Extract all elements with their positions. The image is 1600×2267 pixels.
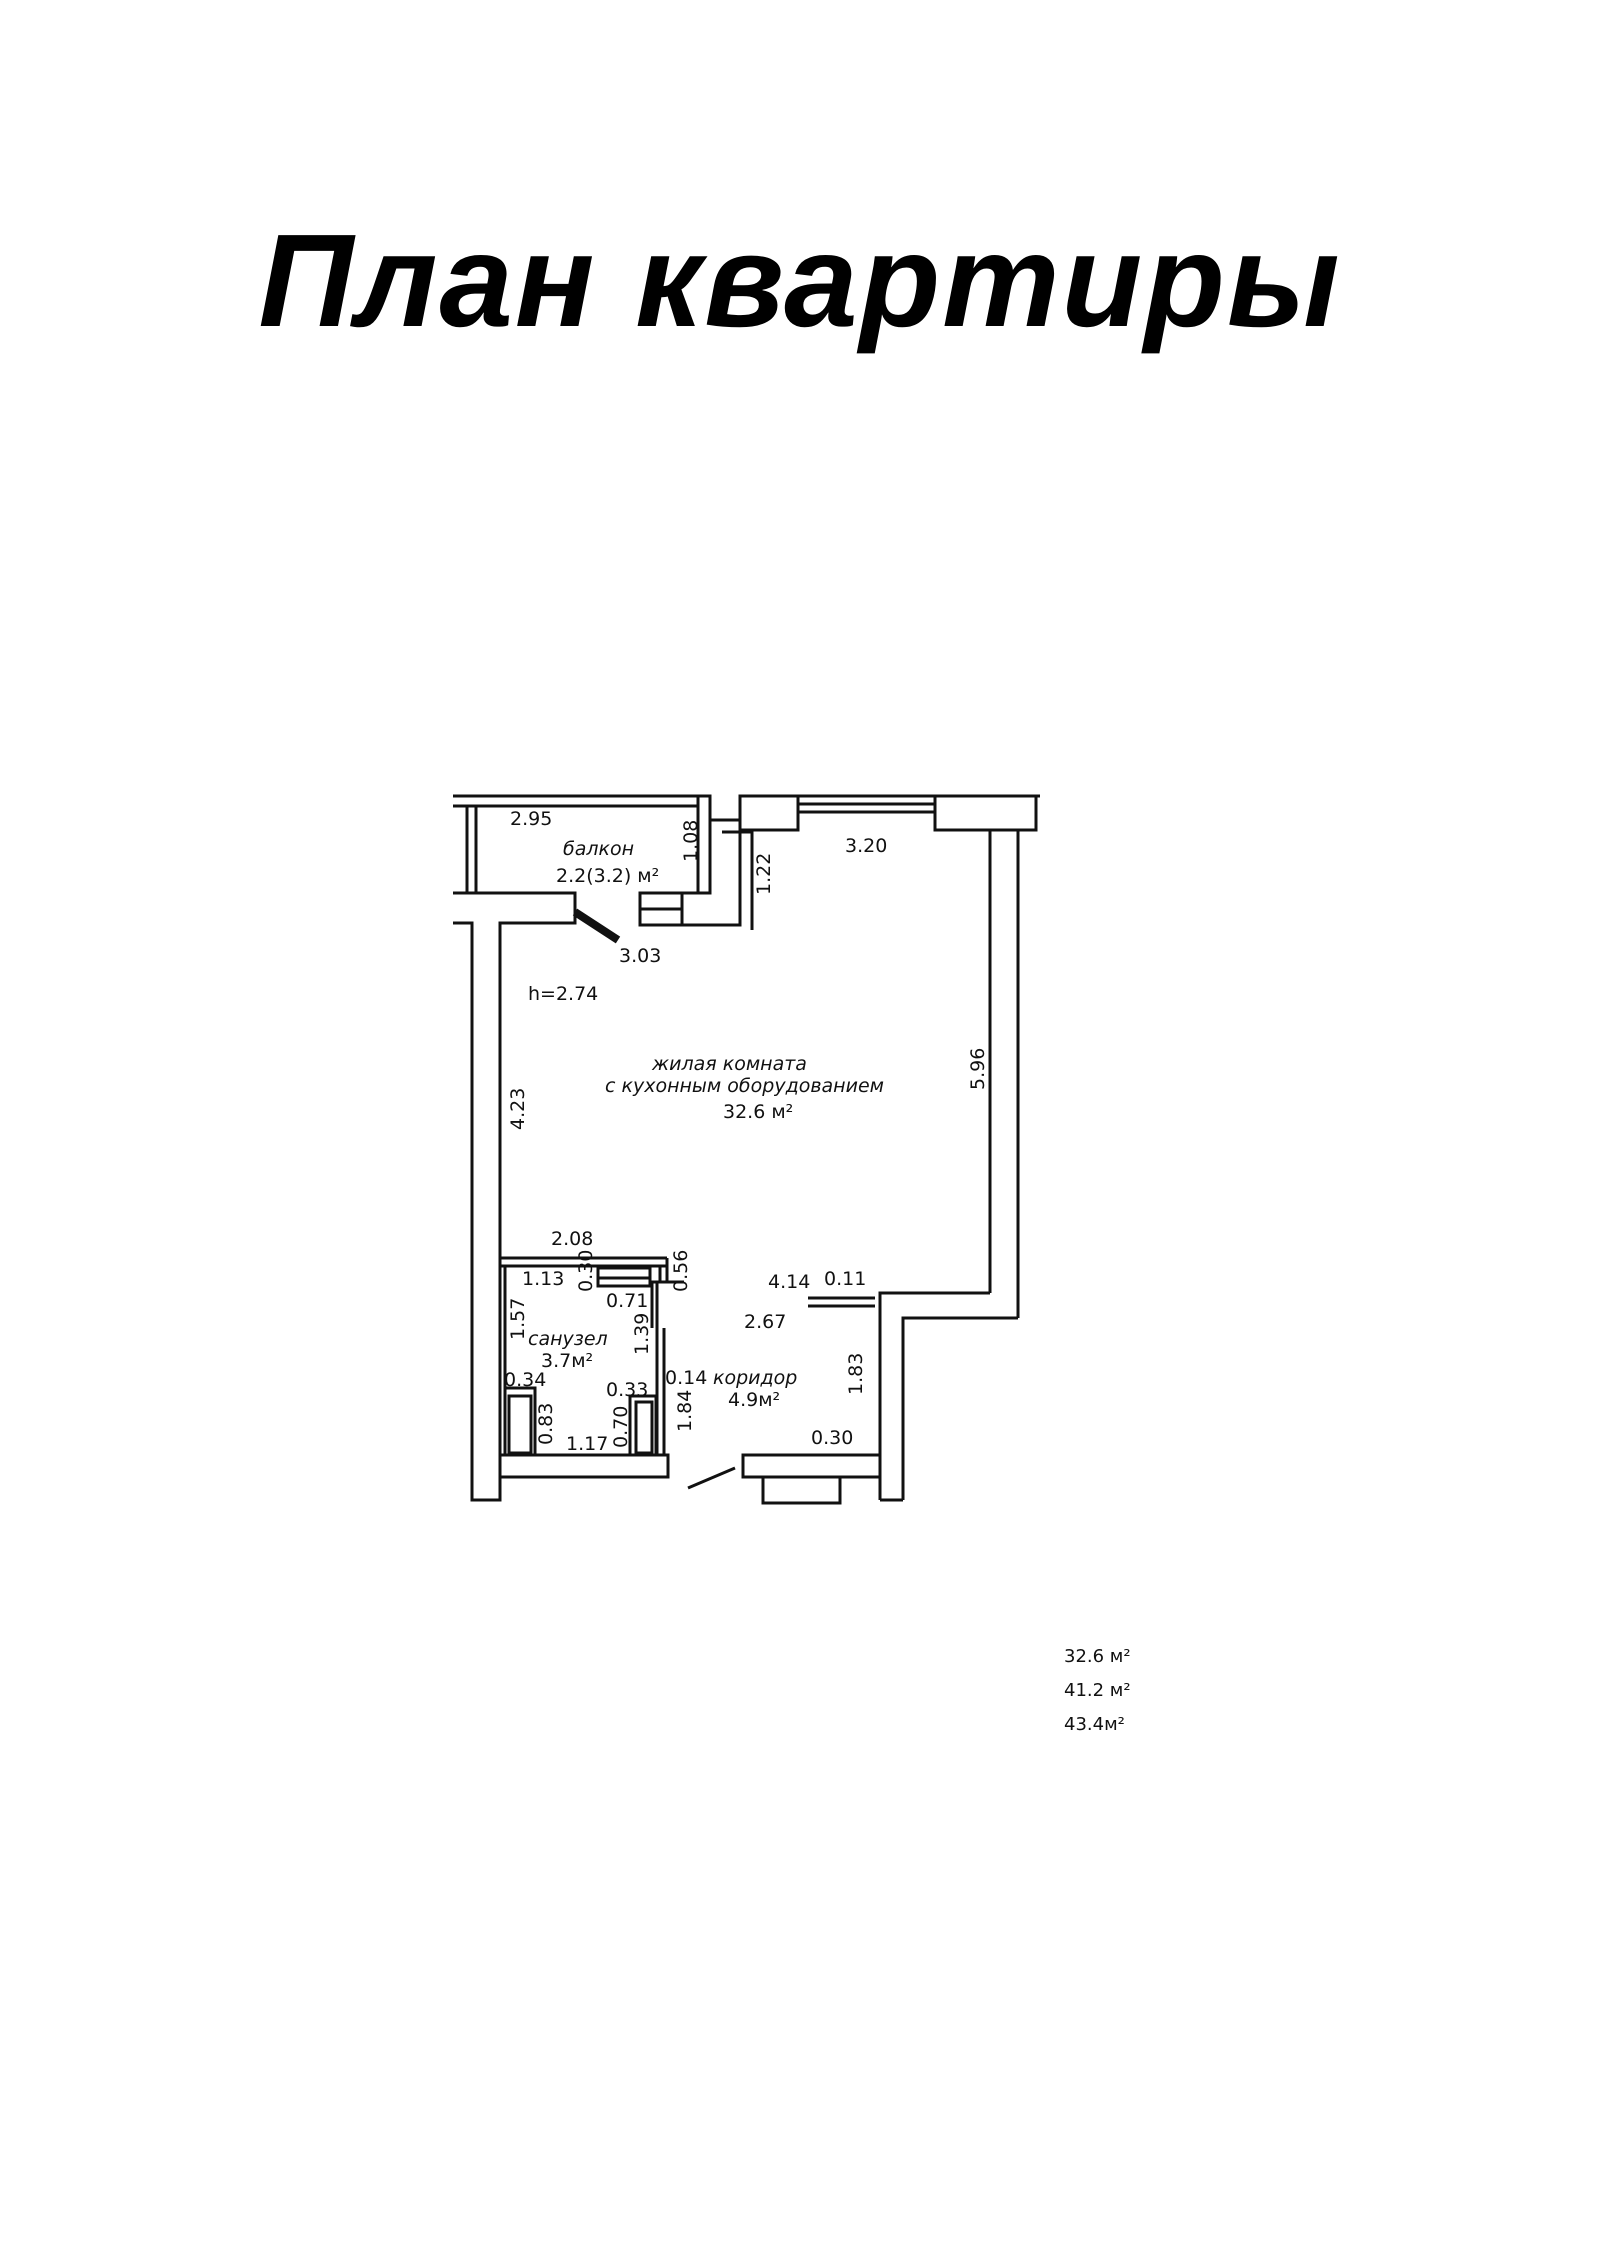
dim-balcony-depth: 1.08 <box>680 820 702 862</box>
dim-cor-183: 1.83 <box>845 1353 867 1395</box>
dim-cor-030: 0.30 <box>811 1427 853 1449</box>
living-name-1: жилая комната <box>651 1053 807 1075</box>
dim-cor-414: 4.14 <box>768 1271 810 1293</box>
dim-cor-033: 0.33 <box>606 1379 648 1401</box>
page-title: План квартиры <box>258 207 1342 354</box>
dim-cor-184: 1.84 <box>674 1390 696 1432</box>
dim-bath-157: 1.57 <box>507 1298 529 1340</box>
dim-bath-139: 1.39 <box>631 1313 653 1355</box>
dim-living-right: 5.96 <box>967 1048 989 1090</box>
dim-bath-030: 0.30 <box>575 1250 597 1292</box>
area-totals: 32.6 м² 41.2 м² 43.4м² <box>1064 1640 1131 1742</box>
dim-bath-083: 0.83 <box>535 1403 557 1445</box>
balcony-area: 2.2(3.2) м² <box>556 865 659 887</box>
dim-balcony-width: 2.95 <box>510 808 552 830</box>
bathroom-area: 3.7м² <box>541 1350 593 1372</box>
dim-bath-inner: 1.13 <box>522 1268 564 1290</box>
corridor-name: коридор <box>713 1367 797 1389</box>
total-area: 41.2 м² <box>1064 1680 1131 1701</box>
living-area: 32.6 м² <box>723 1101 793 1123</box>
bathroom-name: санузел <box>528 1328 608 1350</box>
dim-bath-056: 0.56 <box>670 1250 692 1292</box>
height-label: h=2.74 <box>528 983 598 1005</box>
total-area-with-balcony: 43.4м² <box>1064 1714 1125 1735</box>
dim-cor-267: 2.67 <box>744 1311 786 1333</box>
dim-bath-071: 0.71 <box>606 1290 648 1312</box>
total-living-area: 32.6 м² <box>1064 1646 1131 1667</box>
dim-bath-width: 2.08 <box>551 1228 593 1250</box>
dim-window-width: 3.20 <box>845 835 887 857</box>
dim-living-width: 3.03 <box>619 945 661 967</box>
walls <box>453 794 1040 1505</box>
dim-cor-014: 0.14 <box>665 1367 707 1389</box>
living-name-2: с кухонным оборудованием <box>605 1075 884 1097</box>
dim-niche-depth: 1.22 <box>753 853 775 895</box>
dim-cor-011: 0.11 <box>824 1268 866 1290</box>
dim-bath-070: 0.70 <box>610 1406 632 1448</box>
corridor-area: 4.9м² <box>728 1389 780 1411</box>
balcony-name: балкон <box>563 838 634 860</box>
dim-bath-117: 1.17 <box>566 1433 608 1455</box>
dim-bath-034: 0.34 <box>504 1369 546 1391</box>
dim-living-left: 4.23 <box>507 1088 529 1130</box>
